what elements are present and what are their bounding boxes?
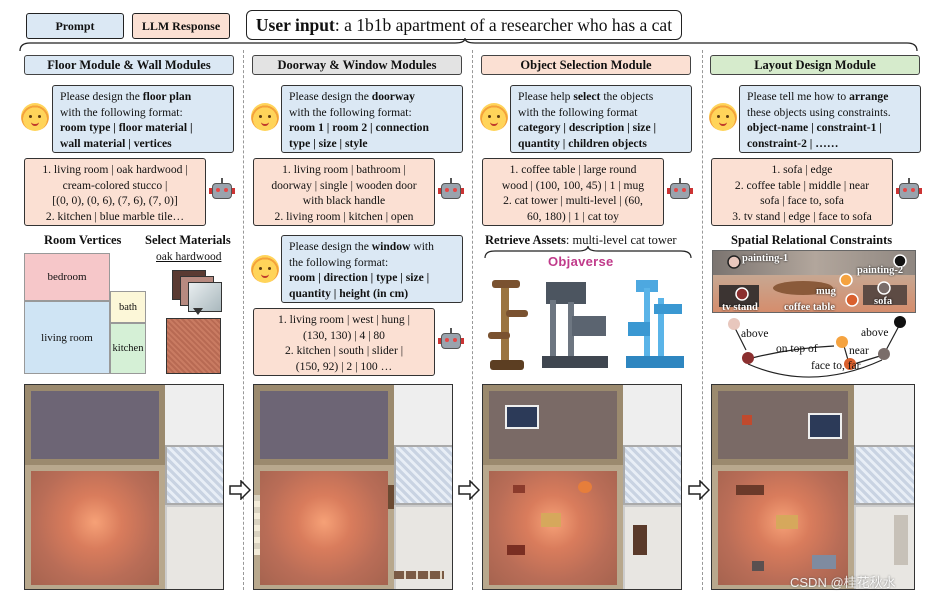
label-coffee-table: coffee table (784, 302, 836, 313)
watermark: CSDN @桂花秋水 (790, 575, 896, 590)
object-prompt: Please help select the objects with the … (510, 85, 692, 153)
constraint-markers (727, 254, 907, 307)
door-prompt: Please design the doorway with the follo… (281, 85, 463, 153)
label-painting-1: painting-1 (742, 253, 789, 264)
arrow-right-icon (229, 480, 251, 500)
material-swatch-3 (188, 282, 222, 312)
door-response: 1. living room | bathroom | doorway | si… (253, 158, 435, 226)
module-header-layout: Layout Design Module (710, 55, 920, 75)
floor-prompt: Please design the floor plan with the fo… (52, 85, 234, 153)
render-floor-walls (24, 384, 224, 590)
material-texture (166, 318, 221, 374)
relation-above-2: above (861, 327, 889, 339)
constraint-graph (728, 316, 906, 378)
legend-response-label: LLM Response (141, 18, 221, 33)
render-layout (711, 384, 915, 590)
label-tv-stand: tv stand (722, 302, 758, 313)
relation-near: near (849, 345, 869, 357)
relation-on-top-of: on top of (776, 343, 818, 355)
material-arrow (193, 308, 203, 315)
render-objects (482, 384, 682, 590)
user-avatar-icon (480, 103, 508, 131)
robot-icon (438, 178, 464, 204)
floor-response: 1. living room | oak hardwood | cream-co… (24, 158, 206, 226)
layout-response: 1. sofa | edge 2. coffee table | middle … (711, 158, 893, 226)
object-response: 1. coffee table | large round wood | (10… (482, 158, 664, 226)
user-input-box: User input: a 1b1b apartment of a resear… (246, 10, 682, 40)
separator-1 (243, 50, 244, 590)
cat-tower-wooden (488, 280, 528, 370)
user-input-text: : a 1b1b apartment of a researcher who h… (334, 14, 673, 35)
constraint-room-photo (712, 250, 916, 313)
module-header-floor: Floor Module & Wall Modules (24, 55, 234, 75)
user-input-label: User input (255, 14, 335, 35)
user-avatar-icon (251, 255, 279, 283)
render-doors-windows (253, 384, 453, 590)
user-avatar-icon (709, 103, 737, 131)
top-brace (19, 38, 918, 52)
room-vertices-title: Room Vertices (44, 233, 122, 247)
relation-above-1: above (741, 328, 769, 340)
select-materials-title: Select Materials (145, 233, 231, 247)
arrow-right-icon (458, 480, 480, 500)
floorplan-bath: bath (110, 291, 146, 323)
separator-3 (702, 50, 703, 590)
layout-prompt: Please tell me how to arrange these obje… (739, 85, 921, 153)
window-response: 1. living room | west | hung | (130, 130… (253, 308, 435, 376)
legend-prompt: Prompt (26, 13, 124, 39)
floorplan-kitchen: kitchen (110, 323, 146, 374)
label-sofa: sofa (874, 296, 893, 307)
module-header-object: Object Selection Module (481, 55, 691, 75)
user-avatar-icon (21, 103, 49, 131)
floorplan-living-room: living room (24, 301, 110, 374)
objaverse-logo: Objaverse (548, 254, 614, 269)
robot-icon (438, 328, 464, 354)
material-name: oak hardwood (156, 251, 222, 263)
window-prompt: Please design the window with the follow… (281, 235, 463, 303)
module-header-door: Doorway & Window Modules (252, 55, 462, 75)
floorplan-bedroom: bedroom (24, 253, 110, 301)
separator-2 (472, 50, 473, 590)
retrieve-brace (484, 246, 692, 259)
legend-prompt-label: Prompt (55, 18, 95, 33)
label-mug: mug (816, 286, 836, 297)
arrow-right-icon (688, 480, 710, 500)
user-avatar-icon (251, 103, 279, 131)
relation-face-to-far: face to, far (811, 360, 861, 372)
constraints-title: Spatial Relational Constraints (731, 233, 893, 247)
cat-tower-blue (626, 280, 684, 368)
label-painting-2: painting-2 (857, 265, 904, 276)
robot-icon (667, 178, 693, 204)
cat-tower-gray (542, 282, 608, 368)
retrieve-assets: Retrieve Assets: multi-level cat tower (485, 233, 677, 247)
robot-icon (896, 178, 922, 204)
legend-response: LLM Response (132, 13, 230, 39)
robot-icon (209, 178, 235, 204)
